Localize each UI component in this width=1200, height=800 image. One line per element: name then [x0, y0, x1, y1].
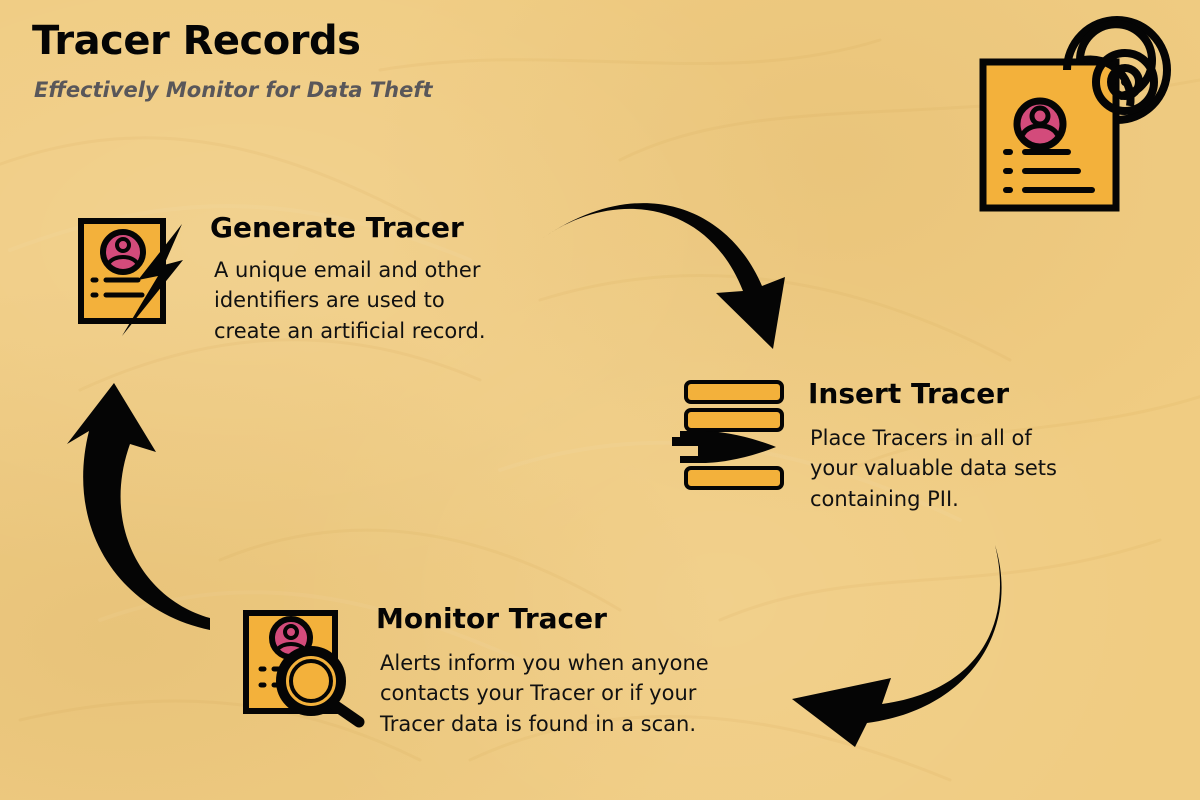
insert-tracer-heading: Insert Tracer	[808, 377, 1010, 410]
tracer-radar-icon	[979, 16, 1171, 212]
monitor-tracer-heading: Monitor Tracer	[376, 602, 607, 635]
arrow-monitor-to-generate-icon	[67, 383, 210, 630]
page-title: Tracer Records	[32, 18, 361, 64]
insert-tracer-line-3: containing PII.	[810, 486, 959, 511]
arrow-insert-to-monitor-icon	[792, 545, 1002, 747]
monitor-tracer-line-2: contacts your Tracer or if your	[380, 681, 697, 706]
insert-tracer-line-1: Place Tracers in all of	[810, 426, 1032, 450]
generate-tracer-heading: Generate Tracer	[210, 211, 464, 244]
monitor-tracer-description: Alerts inform you when anyone contacts y…	[380, 648, 709, 739]
insert-tracer-line-2: your valuable data sets	[810, 456, 1057, 481]
arrow-generate-to-insert-icon	[543, 203, 785, 349]
generate-tracer-line-1: A unique email and other	[214, 258, 481, 282]
generate-tracer-line-3: create an artificial record.	[214, 318, 486, 343]
generate-tracer-description: A unique email and other identifiers are…	[214, 255, 486, 346]
stacked-records-tracer-icon	[672, 380, 784, 490]
monitor-tracer-line-1: Alerts inform you when anyone	[380, 651, 709, 675]
page-subtitle: Effectively Monitor for Data Theft	[34, 78, 433, 102]
generate-tracer-line-2: identifiers are used to	[214, 288, 445, 313]
profile-card-magnifier-icon	[243, 610, 365, 728]
insert-tracer-description: Place Tracers in all of your valuable da…	[810, 423, 1057, 514]
profile-card-lightning-icon	[78, 218, 183, 336]
monitor-tracer-line-3: Tracer data is found in a scan.	[380, 711, 697, 736]
